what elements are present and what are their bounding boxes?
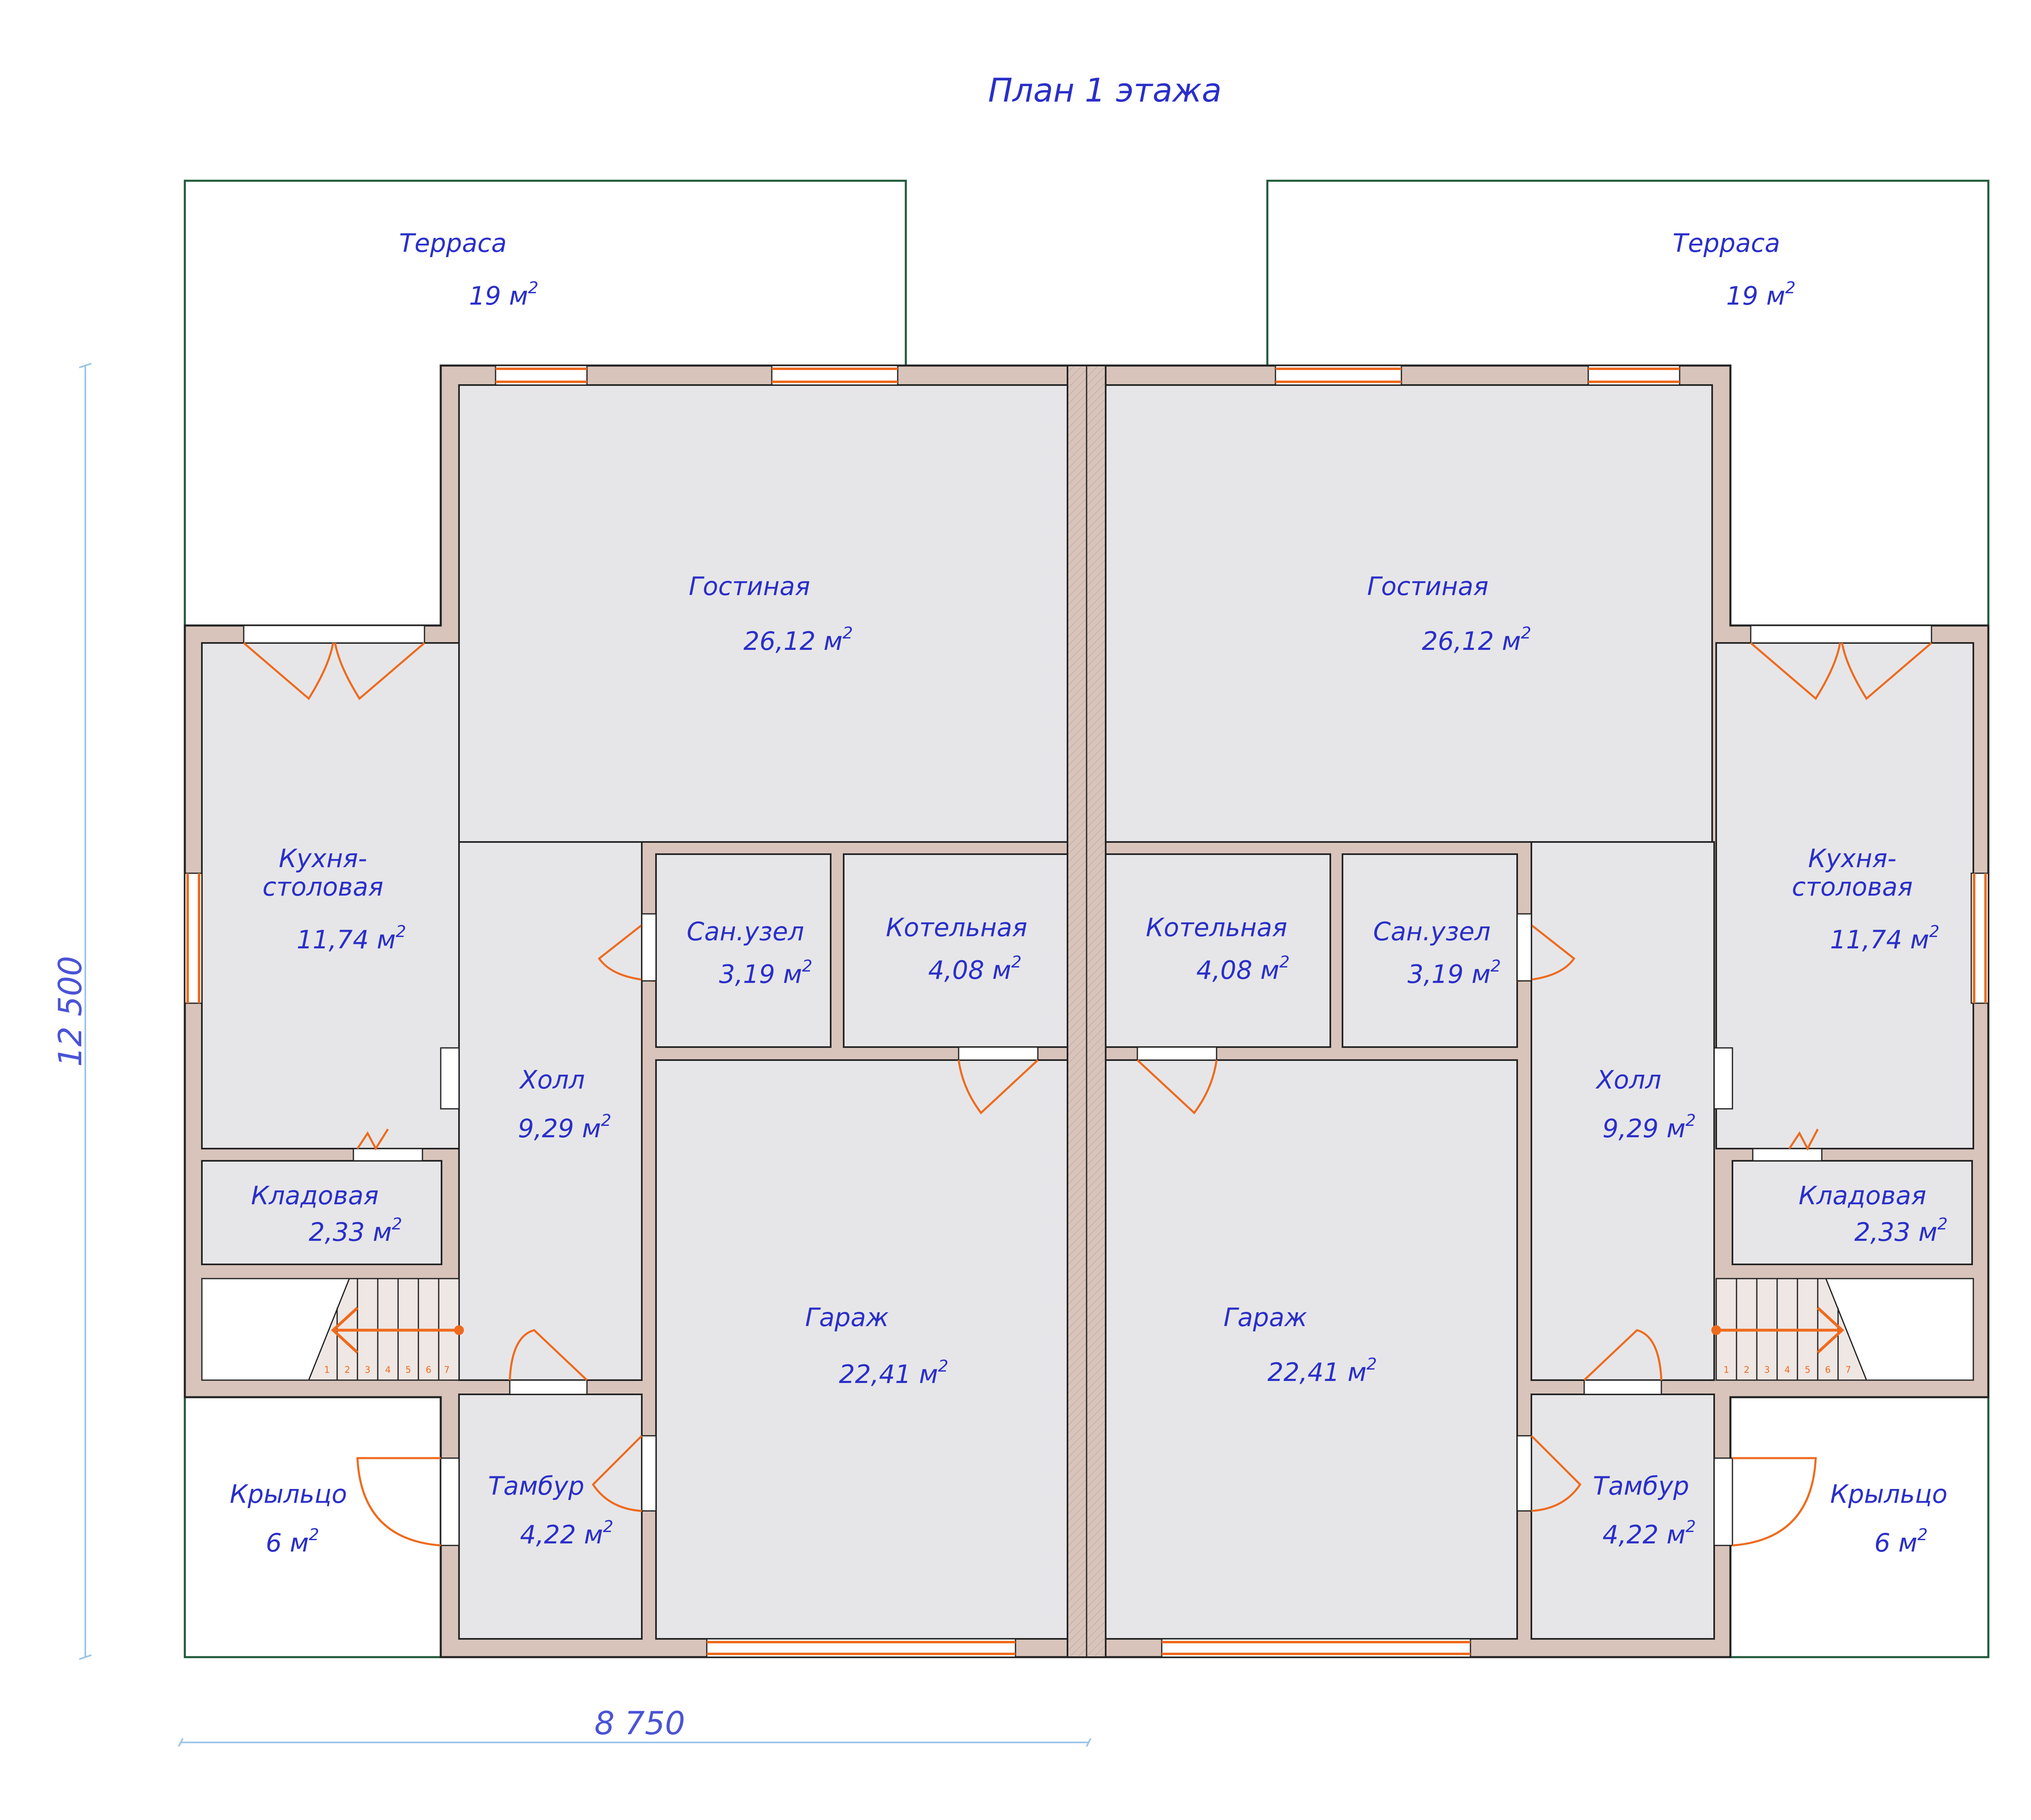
svg-text:7: 7 — [1845, 1365, 1851, 1375]
vestibule-right-area: 4,22 м2 — [1602, 1517, 1696, 1549]
vestibule-right — [1531, 1394, 1715, 1640]
terrace-right-name: Терраса — [1673, 228, 1780, 258]
boiler-right — [1105, 853, 1331, 1048]
svg-text:2: 2 — [1744, 1365, 1750, 1375]
bath-left — [655, 853, 831, 1048]
svg-text:1: 1 — [1724, 1365, 1729, 1375]
porch-right — [1723, 1384, 1990, 1658]
svg-text:2: 2 — [344, 1365, 350, 1375]
hall-right-name: Холл — [1595, 1065, 1661, 1095]
porch-left-area: 6 м2 — [266, 1526, 319, 1558]
living-right-name: Гостиная — [1367, 571, 1489, 601]
svg-text:6: 6 — [426, 1365, 431, 1375]
vestibule-right-name: Тамбур — [1593, 1471, 1689, 1501]
windows — [184, 365, 1989, 1658]
pantry-right-name: Кладовая — [1799, 1181, 1926, 1210]
labels-left: Терраса 19 м2 Гостиная 26,12 м2 Кухня- с… — [230, 228, 1027, 1558]
garage-left-name: Гараж — [805, 1303, 889, 1332]
bath-right — [1342, 853, 1518, 1048]
garage-right-area: 22,41 м2 — [1267, 1355, 1377, 1387]
garage-left — [655, 1059, 1068, 1640]
pantry-right-area: 2,33 м2 — [1854, 1215, 1948, 1247]
terrace-left-area: 19 м2 — [469, 279, 539, 311]
doors — [243, 642, 1932, 1547]
vestibule-left-name: Тамбур — [488, 1471, 585, 1501]
boiler-left-name: Котельная — [886, 913, 1027, 942]
svg-text:7: 7 — [444, 1365, 450, 1375]
pantry-left-name: Кладовая — [251, 1181, 379, 1210]
dimensions: 12 500 8 750 — [52, 363, 1091, 1747]
svg-text:3: 3 — [365, 1365, 370, 1375]
boiler-left-area: 4,08 м2 — [928, 953, 1022, 985]
boiler-right-area: 4,08 м2 — [1196, 953, 1290, 985]
stairs-right: 1 2 3 4 5 6 7 — [1711, 1278, 1868, 1381]
hall-right — [1531, 841, 1715, 1381]
bath-right-name: Сан.узел — [1373, 917, 1491, 946]
rooms-left — [201, 384, 1068, 1640]
living-left-area: 26,12 м2 — [743, 624, 853, 656]
bath-left-area: 3,19 м2 — [719, 957, 812, 989]
boiler-right-name: Котельная — [1146, 913, 1287, 942]
living-left-name: Гостиная — [689, 571, 810, 601]
plan-title: План 1 этажа — [988, 71, 1222, 109]
hall-left-area: 9,29 м2 — [518, 1111, 611, 1143]
svg-text:4: 4 — [1784, 1365, 1790, 1375]
kitchen-left-area: 11,74 м2 — [297, 922, 406, 954]
kitchen-left-name-2: столовая — [262, 872, 383, 902]
kitchen-right-area: 11,74 м2 — [1830, 922, 1939, 954]
vestibule-left — [458, 1394, 643, 1640]
kitchen-right-name-2: столовая — [1792, 872, 1913, 902]
kitchen-right — [1715, 642, 1974, 1149]
vestibule-left-area: 4,22 м2 — [520, 1517, 613, 1549]
rooms-right — [1105, 384, 1974, 1640]
labels-right: Терраса 19 м2 Гостиная 26,12 м2 Кухня- с… — [1146, 228, 1948, 1558]
height-dimension: 12 500 — [52, 956, 89, 1067]
pantry-left — [201, 1160, 442, 1265]
bath-right-area: 3,19 м2 — [1407, 957, 1501, 989]
hall-left — [458, 841, 643, 1381]
garage-left-area: 22,41 м2 — [839, 1357, 948, 1389]
garage-right — [1105, 1059, 1518, 1640]
pantry-left-area: 2,33 м2 — [309, 1215, 402, 1247]
stairs-left: 7 6 5 4 3 2 1 — [307, 1278, 464, 1381]
svg-text:5: 5 — [405, 1365, 411, 1375]
svg-text:3: 3 — [1764, 1365, 1770, 1375]
terrace-right-area: 19 м2 — [1726, 279, 1796, 311]
hall-left-name: Холл — [519, 1065, 585, 1095]
svg-text:5: 5 — [1805, 1365, 1810, 1375]
svg-text:6: 6 — [1825, 1365, 1831, 1375]
garage-right-name: Гараж — [1223, 1303, 1307, 1332]
living-right — [1105, 384, 1713, 843]
hall-right-area: 9,29 м2 — [1602, 1111, 1696, 1143]
kitchen-left-name-1: Кухня- — [279, 844, 367, 873]
porch-right-area: 6 м2 — [1874, 1526, 1927, 1558]
living-left — [458, 384, 1068, 843]
svg-text:4: 4 — [385, 1365, 391, 1375]
boiler-left — [843, 853, 1068, 1048]
porch-left-name: Крыльцо — [230, 1479, 347, 1509]
pantry-right — [1732, 1160, 1973, 1265]
porch-left — [184, 1384, 450, 1658]
porch-right-name: Крыльцо — [1830, 1479, 1948, 1509]
living-right-area: 26,12 м2 — [1422, 624, 1531, 656]
kitchen-right-name-1: Кухня- — [1808, 844, 1897, 873]
svg-text:1: 1 — [324, 1365, 330, 1375]
bath-left-name: Сан.узел — [687, 917, 804, 946]
kitchen-left — [201, 642, 460, 1149]
terrace-left-name: Терраса — [399, 228, 507, 258]
width-dimension: 8 750 — [594, 1705, 685, 1742]
